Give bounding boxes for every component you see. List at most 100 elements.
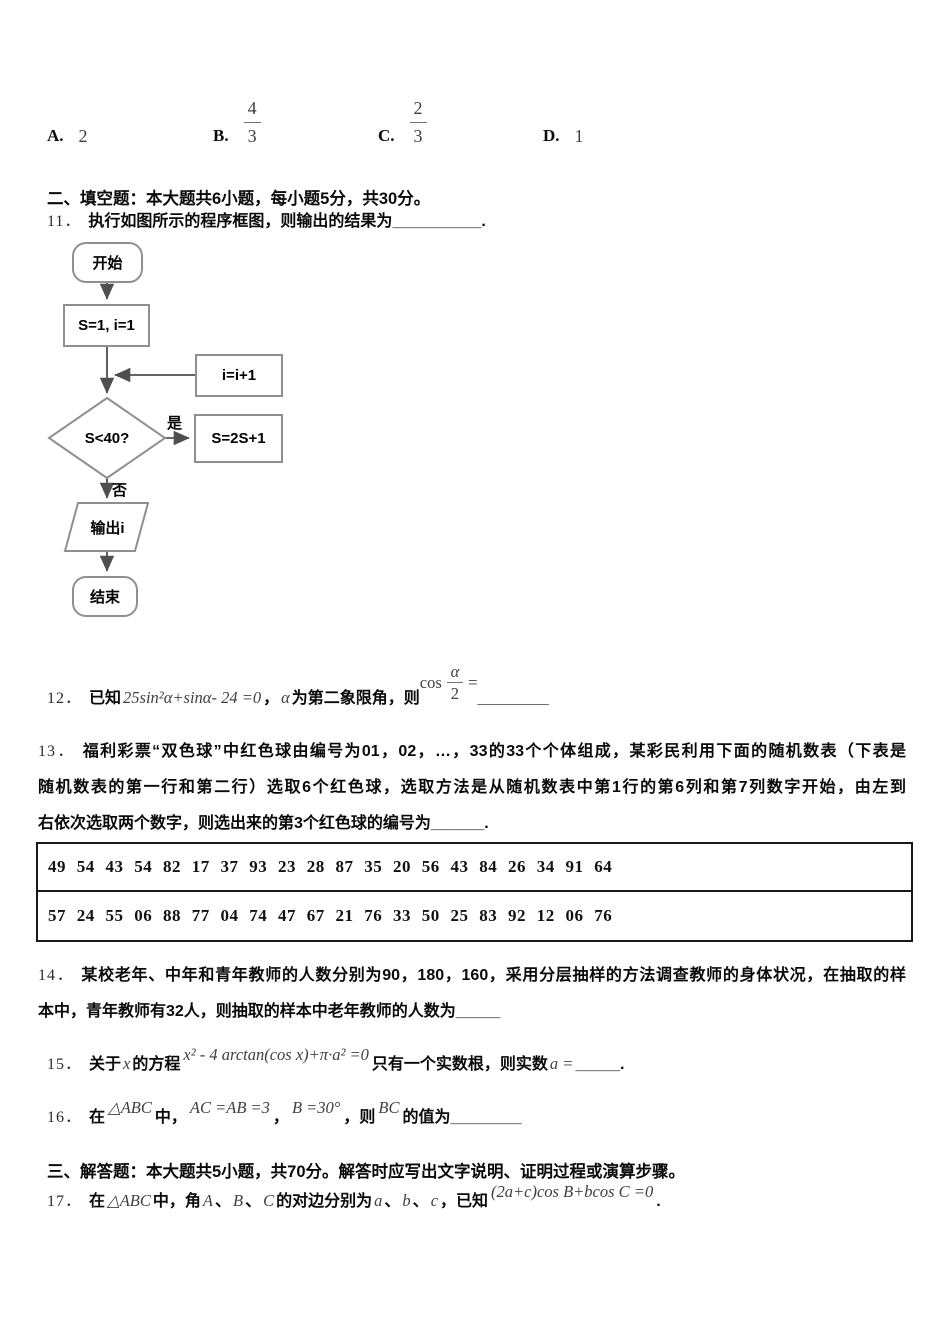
text-segment: 本中，青年教师有32人，则抽取的样本中老年教师的人数为: [38, 1003, 456, 1020]
fraction-numerator: 2: [413, 98, 423, 118]
text-segment: 关于: [89, 1056, 122, 1073]
flowchart: 开始 S=1, i=1 i=i+1 S=2S+1 S<40? 是 否 输出i 结…: [40, 240, 300, 630]
question-14-line-2: 本中，青年教师有32人，则抽取的样本中老年教师的人数为_____: [38, 994, 906, 1030]
text-segment: 17．: [47, 1193, 83, 1210]
text-segment: .: [481, 213, 486, 230]
text-segment: ，则: [343, 1109, 376, 1126]
text-segment: (2a+c)cos B+bcos C =0: [491, 1182, 654, 1201]
flow-start-node: 开始: [72, 242, 143, 283]
flow-init-node: S=1, i=1: [63, 304, 150, 347]
flow-assign-node: S=2S+1: [194, 414, 283, 463]
text-segment: 14．: [38, 967, 75, 984]
question-13-line-3: 右依次选取两个数字，则选出来的第3个红色球的编号为______.: [38, 806, 906, 842]
equals-sign: =: [468, 672, 478, 692]
question-13-line-2: 随机数表的第一行和第二行）选取6个红色球，选取方法是从随机数表中第1行的第6列和…: [38, 770, 906, 806]
text-segment: a: [374, 1191, 383, 1210]
text-segment: 福利彩票“双色球”中红色球由编号为01，02，…，33的33个个体组成，某彩民利…: [82, 743, 906, 760]
table-row: 49 54 43 54 82 17 37 93 23 28 87 35 20 5…: [38, 844, 911, 892]
fraction-denominator: 2: [446, 682, 464, 704]
option-b-label: B.: [213, 126, 229, 145]
text-segment: ，已知: [440, 1193, 489, 1210]
text-segment: 执行如图所示的程序框图，则输出的结果为: [88, 213, 393, 230]
text-segment: c: [430, 1191, 439, 1210]
text-segment: △ABC: [107, 1191, 151, 1210]
fraction-numerator: α: [450, 662, 460, 681]
random-number-table: 49 54 43 54 82 17 37 93 23 28 87 35 20 5…: [36, 842, 913, 942]
option-c: C. 2 3: [378, 95, 427, 155]
cos-operator: cos: [419, 672, 442, 692]
text-segment: 随机数表的第一行和第二行）选取6个红色球，选取方法是从随机数表中第1行的第6列和…: [38, 779, 906, 796]
text-segment: ，: [272, 1109, 289, 1126]
text-segment: __________: [392, 213, 482, 230]
flow-condition-text: S<40?: [84, 429, 130, 447]
fraction-denominator: 3: [243, 122, 261, 150]
question-16: 16．在△ABC中，AC =AB =3，B =30°，则BC的值为_______…: [47, 1098, 522, 1129]
option-d-label: D.: [543, 126, 560, 145]
text-segment: ______: [430, 815, 485, 832]
text-segment: 、: [245, 1193, 262, 1210]
text-segment: 、: [412, 1193, 429, 1210]
text-segment: x: [123, 1054, 131, 1073]
option-c-fraction: 2 3: [409, 95, 427, 150]
text-segment: BC: [378, 1098, 400, 1117]
text-segment: 25sin²α+sinα- 24 =0: [123, 687, 262, 707]
flow-end-node: 结束: [72, 576, 138, 617]
question-14: 14． 某校老年、中年和青年教师的人数分别为90，180，160，采用分层抽样的方…: [38, 958, 906, 1030]
option-b-fraction: 4 3: [243, 95, 261, 150]
text-segment: 的对边分别为: [276, 1193, 373, 1210]
text-segment: ________: [450, 1109, 522, 1126]
option-a-value: 2: [78, 126, 88, 146]
text-segment: .: [484, 815, 489, 832]
text-segment: .: [656, 1193, 661, 1210]
option-a-label: A.: [47, 126, 64, 145]
text-segment: α: [281, 687, 290, 707]
text-segment: ，: [263, 689, 280, 707]
text-segment: 12．: [47, 689, 83, 707]
table-row: 57 24 55 06 88 77 04 74 47 67 21 76 33 5…: [48, 906, 613, 925]
flowchart-lines: [47, 283, 195, 572]
fraction-numerator: 4: [247, 98, 257, 118]
text-segment: 为第二象限角，则: [291, 689, 420, 707]
text-segment: 某校老年、中年和青年教师的人数分别为90，180，160，采用分层抽样的方法调查…: [81, 967, 906, 984]
text-segment: A: [202, 1191, 213, 1210]
text-segment: 16．: [47, 1109, 83, 1126]
section3-header: 三、解答题：本大题共5小题，共70分。解答时应写出文字说明、证明过程或演算步骤。: [47, 1163, 686, 1181]
option-d-value: 1: [574, 126, 584, 146]
text-segment: 、: [215, 1193, 232, 1210]
text-segment: 15．: [47, 1056, 83, 1073]
flow-output-text: 输出i: [90, 519, 125, 537]
text-segment: 的值为: [402, 1109, 451, 1126]
text-segment: x² - 4 arctan(cos x)+π·a² =0: [183, 1045, 369, 1064]
question-11: 11． 执行如图所示的程序框图，则输出的结果为__________.: [47, 211, 486, 233]
question-14-line-1: 14． 某校老年、中年和青年教师的人数分别为90，180，160，采用分层抽样的方…: [38, 958, 906, 994]
flow-no-label: 否: [112, 482, 128, 499]
option-c-label: C.: [378, 126, 395, 145]
option-d: D. 1: [543, 95, 584, 155]
text-segment: C: [263, 1191, 275, 1210]
fraction-denominator: 3: [409, 122, 427, 150]
flow-increment-node: i=i+1: [195, 354, 283, 397]
output-parallelogram: [63, 502, 150, 552]
text-segment: 右依次选取两个数字，则选出来的第3个红色球的编号为: [38, 815, 431, 832]
text-segment: 在: [89, 1109, 106, 1126]
text-segment: b: [402, 1191, 411, 1210]
text-segment: a =: [549, 1054, 574, 1073]
answer-blank: ________: [477, 689, 549, 707]
question-13: 13． 福利彩票“双色球”中红色球由编号为01，02，…，33的33个个体组成，某…: [38, 734, 906, 842]
decision-diamond: [47, 396, 167, 480]
text-segment: 11．: [47, 213, 82, 230]
section2-header: 二、填空题：本大题共6小题，每小题5分，共30分。: [47, 190, 431, 208]
text-segment: 13．: [38, 743, 76, 760]
flow-yes-label: 是: [167, 415, 183, 432]
text-segment: _____: [455, 1003, 501, 1020]
question-13-line-1: 13． 福利彩票“双色球”中红色球由编号为01，02，…，33的33个个体组成，某…: [38, 734, 906, 770]
text-segment: .: [619, 1056, 625, 1073]
text-segment: _____: [575, 1056, 620, 1073]
text-segment: 、: [384, 1193, 401, 1210]
